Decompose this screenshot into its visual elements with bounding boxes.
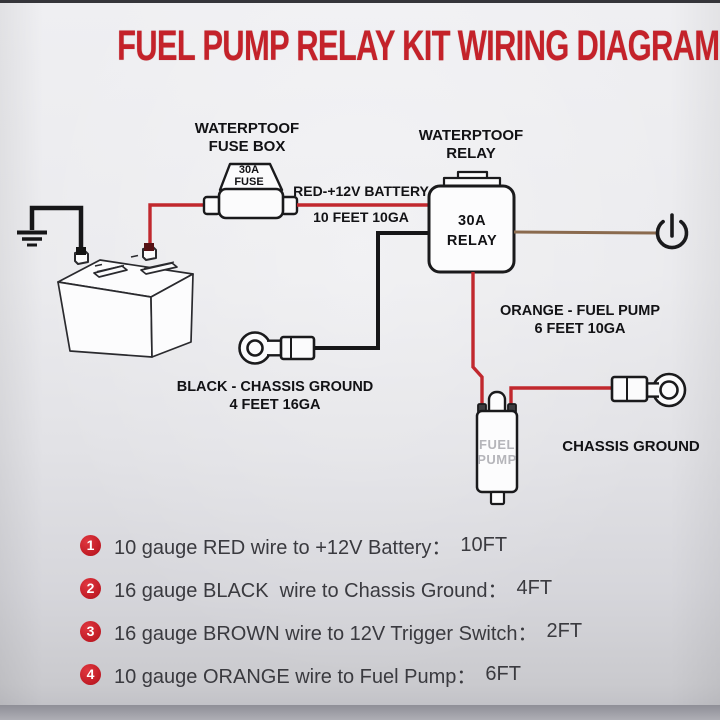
relay-rating-text: 30A RELAY [446, 213, 498, 249]
fuse-box-label-line2: FUSE BOX [208, 138, 286, 155]
brown-wire-relay-to-switch [513, 230, 659, 235]
legend-item-label: 10 gauge ORANGE wire to Fuel Pump： [114, 665, 477, 688]
legend-item-brown-wire: 3 16 gauge BROWN wire to 12V Trigger Swi… [80, 619, 583, 645]
battery-icon [57, 246, 194, 358]
black-wire-relay-to-ground [314, 231, 430, 350]
legend-item-value: 6FT [485, 662, 521, 685]
red-wire-relay-to-pump [471, 272, 484, 406]
legend-item-label: 16 gauge BROWN wire to 12V Trigger Switc… [114, 622, 538, 645]
ground-icon [17, 205, 84, 254]
legend-item-red-wire: 1 10 gauge RED wire to +12V Battery： 10F… [80, 533, 582, 559]
legend-item-label: 16 gauge BLACK wire to Chassis Ground： [114, 579, 508, 602]
bottom-shadow-band [0, 705, 720, 720]
fuse-box-label-line1: WATERPTOOF [194, 120, 300, 137]
fuel-pump-icon [475, 390, 519, 506]
legend-number-badge: 1 [80, 534, 101, 556]
relay-label: WATERPTOOF RELAY [381, 127, 561, 163]
legend-number-badge: 2 [80, 577, 101, 599]
legend-item-black-wire: 2 16 gauge BLACK wire to Chassis Ground：… [80, 576, 582, 602]
pump-wire-label: ORANGE - FUEL PUMP 6 FEET 10GA [499, 303, 661, 337]
chassis-ground-label: CHASSIS GROUND [562, 438, 700, 455]
red-wire-pump-to-ground [509, 386, 614, 406]
relay-label-line2: RELAY [446, 145, 496, 162]
fuse-rating-text: 30A FUSE [234, 164, 264, 188]
page-title: FUEL PUMP RELAY KIT WIRING DIAGRAM [117, 22, 720, 70]
fuse-box-icon [202, 162, 299, 220]
legend-item-value: 4FT [516, 576, 553, 599]
battery-positive-terminal-cap [144, 243, 154, 251]
battery-wire-label: RED-+12V BATTERY [293, 183, 429, 199]
legend-item-value: 2FT [546, 619, 583, 642]
relay-label-line1: WATERPTOOF [418, 127, 524, 144]
legend-number-badge: 3 [80, 620, 101, 642]
ground-wire-label: BLACK - CHASSIS GROUND 4 FEET 16GA [176, 379, 374, 413]
legend-item-orange-wire: 4 10 gauge ORANGE wire to Fuel Pump： 6FT [80, 662, 582, 688]
legend-item-value: 10FT [460, 533, 508, 556]
page-title-wrap: FUEL PUMP RELAY KIT WIRING DIAGRAM [0, 24, 720, 68]
wire-legend-list: 1 10 gauge RED wire to +12V Battery： 10F… [80, 533, 582, 705]
top-border-line [0, 0, 720, 3]
battery-wire-length-label: 10 FEET 10GA [313, 209, 409, 225]
legend-item-label: 10 gauge RED wire to +12V Battery： [114, 536, 452, 559]
power-switch-icon [655, 213, 689, 250]
ring-terminal-chassis-icon [610, 372, 687, 408]
battery-negative-terminal-cap [76, 247, 86, 255]
red-wire-battery-to-fuse [148, 203, 206, 250]
fuel-pump-text: FUEL PUMP [477, 437, 517, 467]
legend-number-badge: 4 [80, 663, 101, 685]
fuse-box-label: WATERPTOOF FUSE BOX [157, 120, 337, 156]
ring-terminal-ground-icon [238, 331, 316, 365]
